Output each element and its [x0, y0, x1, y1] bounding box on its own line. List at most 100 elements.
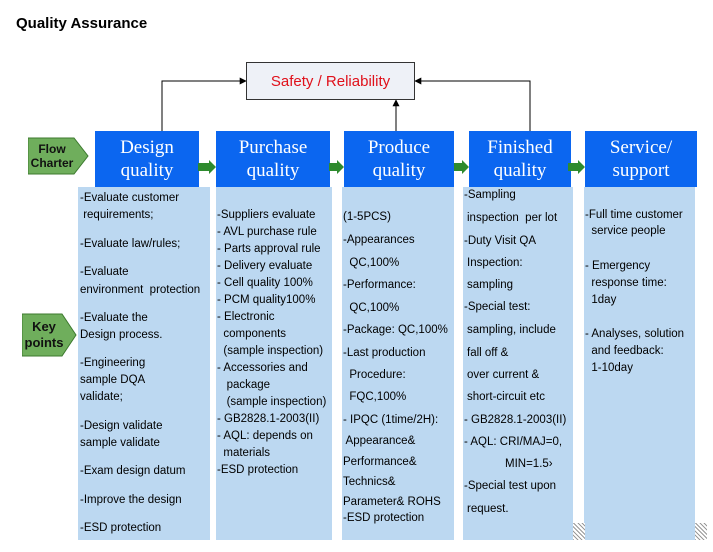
list-item: - Accessories and [217, 362, 308, 374]
list-item: -Evaluate law/rules; [80, 238, 181, 250]
key-tag-line1: Key [32, 319, 56, 334]
list-item: - Cell quality 100% [217, 277, 313, 289]
list-item: (sample inspection) [217, 396, 327, 408]
list-item: - Parts approval rule [217, 243, 321, 255]
list-item: FQC,100% [343, 391, 407, 403]
list-item: over current & [467, 369, 540, 381]
list-item: -Exam design datum [80, 465, 186, 477]
header-line2: quality [246, 160, 300, 181]
key-tag-line2: points [24, 335, 64, 350]
list-item: sampling, include [467, 324, 556, 336]
purchase-quality-column: -Suppliers evaluate - AVL purchase rule … [216, 187, 332, 540]
list-item: -Full time customer [585, 209, 683, 221]
list-item: fall off & [467, 347, 509, 359]
dotted-pattern-decoration [573, 523, 585, 540]
header-line2: quality [372, 160, 426, 181]
list-item: Design process. [80, 329, 163, 341]
list-item: - AQL: CRI/MAJ=0, [464, 436, 563, 448]
list-item: and feedback: [585, 345, 664, 357]
list-item: package [217, 379, 271, 391]
list-item: components [217, 328, 287, 340]
list-item: inspection per lot [467, 212, 558, 224]
design-to-safety-line [161, 77, 247, 131]
service-support-header: Service/ support [585, 131, 697, 187]
list-item: sample validate [80, 437, 160, 449]
finished-to-safety-line [414, 77, 531, 131]
list-item: -ESD protection [80, 522, 162, 534]
list-item: -Design validate [80, 420, 163, 432]
finished-quality-header: Finished quality [469, 131, 571, 187]
list-item: -Appearances [343, 234, 415, 246]
list-item: -Engineering [80, 357, 146, 369]
list-item: environment protection [80, 284, 201, 296]
list-item: Appearance& [343, 435, 416, 447]
list-item: (sample inspection) [217, 345, 324, 357]
list-item: - GB2828.1-2003(II) [464, 414, 567, 426]
flow-arrow-icon [198, 160, 216, 174]
dotted-pattern-decoration [695, 523, 707, 540]
list-item: QC,100% [343, 257, 400, 269]
list-item: sample DQA [80, 374, 146, 386]
list-item: requirements; [80, 209, 154, 221]
list-item: MIN=1.5› [505, 458, 553, 470]
list-item: -Duty Visit QA [464, 235, 536, 247]
list-item: -Special test upon [464, 480, 557, 492]
purchase-quality-header: Purchase quality [216, 131, 330, 187]
list-item: validate; [80, 391, 123, 403]
list-item: -ESD protection [217, 464, 299, 476]
list-item: 1day [585, 294, 617, 306]
design-quality-header: Design quality [95, 131, 199, 187]
page-title: Quality Assurance [16, 15, 148, 32]
list-item: - Delivery evaluate [217, 260, 313, 272]
list-item: - AVL purchase rule [217, 226, 317, 238]
list-item: Technics& [343, 476, 396, 488]
list-item: Procedure: [343, 369, 406, 381]
list-item: QC,100% [343, 302, 400, 314]
header-line1: Finished [487, 137, 553, 158]
flow-arrow-icon [454, 160, 469, 174]
flow-charter-tag: Flow Charter [28, 136, 90, 176]
flow-tag-line1: Flow [38, 142, 66, 156]
list-item: - Emergency [585, 260, 651, 272]
list-item: Performance& [343, 456, 417, 468]
list-item: Inspection: [467, 257, 523, 269]
list-item: -Evaluate the [80, 312, 148, 324]
list-item: short-circuit etc [467, 391, 545, 403]
list-item: -Suppliers evaluate [217, 209, 316, 221]
header-line1: Purchase [238, 137, 308, 158]
header-line1: Design [120, 137, 174, 158]
list-item: Parameter& ROHS [343, 496, 441, 508]
header-line1: Service/ [609, 137, 673, 158]
list-item: -Evaluate customer [80, 192, 180, 204]
list-item: -Package: QC,100% [343, 324, 448, 336]
header-line1: Produce [367, 137, 431, 158]
flow-arrow-icon [329, 160, 344, 174]
produce-quality-header: Produce quality [344, 131, 454, 187]
list-item: -Special test: [464, 301, 531, 313]
design-quality-column: -Evaluate customer requirements; -Evalua… [78, 187, 210, 540]
list-item: request. [467, 503, 509, 515]
service-support-column: -Full time customer service people - Eme… [584, 187, 695, 540]
list-item: - GB2828.1-2003(II) [217, 413, 320, 425]
list-item: - AQL: depends on [217, 430, 313, 442]
list-item: materials [217, 447, 271, 459]
list-item: 1-10day [585, 362, 633, 374]
list-item: - IPQC (1time/2H): [343, 414, 439, 426]
flow-tag-line2: Charter [30, 156, 74, 170]
list-item: -Evaluate [80, 266, 129, 278]
list-item: response time: [585, 277, 667, 289]
header-line2: quality [120, 160, 174, 181]
list-item: - Analyses, solution [585, 328, 685, 340]
flow-arrow-icon [568, 160, 585, 174]
list-item: - Electronic [217, 311, 275, 323]
list-item: -ESD protection [343, 512, 425, 524]
list-item: service people [585, 225, 666, 237]
flow-charter-arrow-shape [28, 137, 89, 175]
produce-quality-column: (1-5PCS) -Appearances QC,100% -Performan… [342, 187, 454, 540]
list-item: -Improve the design [80, 494, 182, 506]
list-item: -Performance: [343, 279, 416, 291]
list-item: (1-5PCS) [343, 211, 391, 223]
list-item: - PCM quality100% [217, 294, 316, 306]
list-item: sampling [467, 279, 514, 291]
